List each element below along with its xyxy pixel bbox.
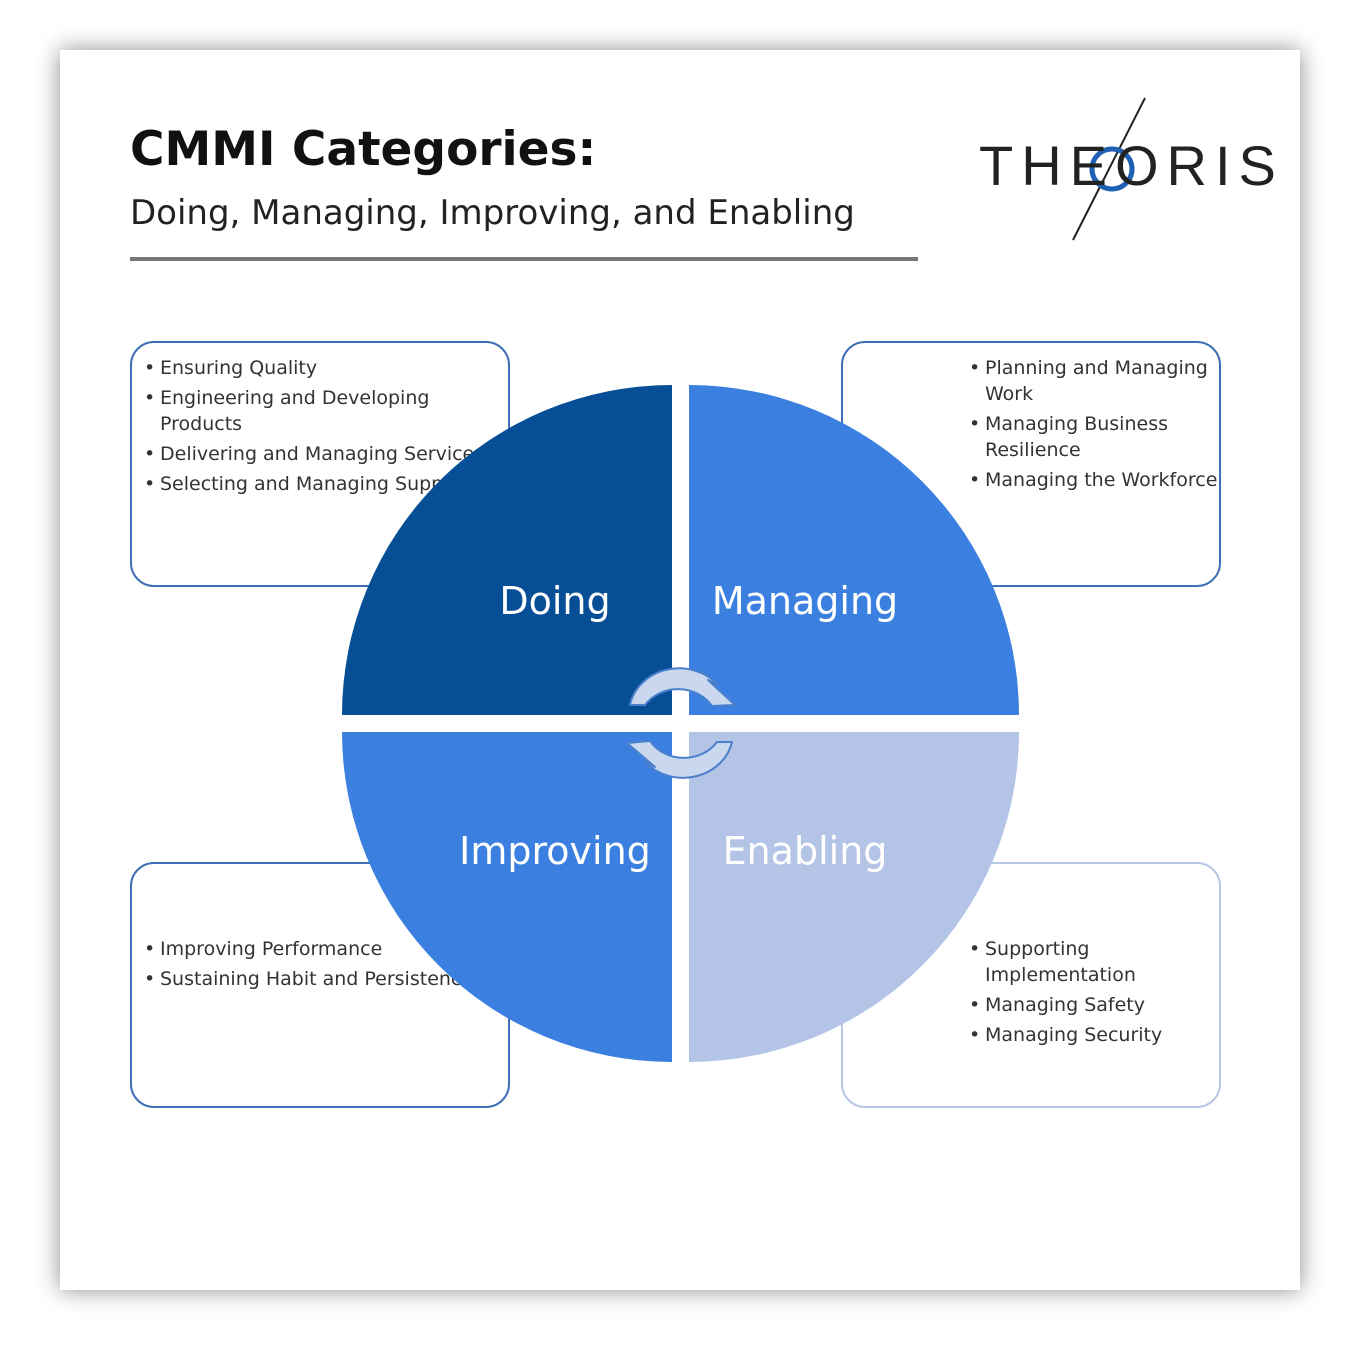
list-item: Planning and Managing Work [967,355,1219,407]
list-item: Selecting and Managing Supplies [142,471,508,497]
list-item: Delivering and Managing Services [142,441,508,467]
enabling-quadrant [689,732,1019,1062]
doing-label: Doing [499,579,610,623]
title-divider [130,257,918,261]
list-item: Managing Security [967,1022,1219,1048]
circular-arrows-icon [626,667,736,779]
improving-quadrant [342,732,672,1062]
improving-list: Improving Performance Sustaining Habit a… [142,936,473,996]
page-subtitle: Doing, Managing, Improving, and Enabling [130,193,855,233]
list-item: Managing Safety [967,992,1219,1018]
list-item: Managing the Workforce [967,467,1219,493]
improving-label: Improving [459,829,651,873]
managing-list: Planning and Managing Work Managing Busi… [967,355,1219,497]
list-item: Supporting Implementation [967,936,1219,988]
managing-quadrant [689,385,1019,715]
page-title: CMMI Categories: [130,122,597,177]
list-item: Improving Performance [142,936,473,962]
logo-wordmark: THEORIS [979,134,1284,197]
doing-list: Ensuring Quality Engineering and Develop… [142,355,508,501]
list-item: Engineering and Developing Products [142,385,508,437]
theoris-logo: THEORIS [975,95,1276,243]
enabling-label: Enabling [723,829,888,873]
managing-label: Managing [712,579,898,623]
list-item: Managing Business Resilience [967,411,1219,463]
doing-quadrant [342,385,672,715]
list-item: Sustaining Habit and Persistence [142,966,473,992]
list-item: Ensuring Quality [142,355,508,381]
logo-slash-icon [1072,97,1146,241]
enabling-list: Supporting Implementation Managing Safet… [967,936,1219,1052]
